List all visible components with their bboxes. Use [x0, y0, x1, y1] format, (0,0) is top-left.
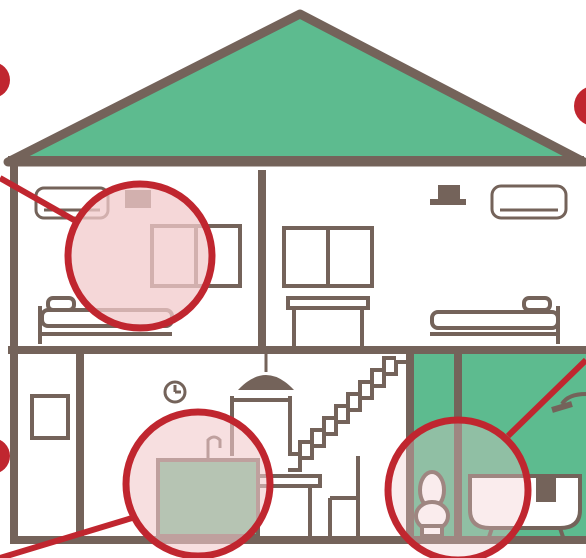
- callout-dot: [0, 62, 10, 98]
- chair: [330, 456, 358, 536]
- door: [32, 396, 68, 438]
- highlight-kitchen: [126, 412, 270, 556]
- highlight-bedroom-left: [68, 184, 212, 328]
- callout-dot: [574, 86, 586, 126]
- callout-dot: [0, 438, 10, 474]
- window-upper-right: [284, 228, 372, 286]
- air-conditioner-icon: [492, 186, 566, 218]
- ceiling-light-icon: [430, 185, 466, 205]
- clock-icon: [165, 382, 185, 402]
- bed-icon: [430, 298, 560, 344]
- pendant-lamp-icon: [238, 354, 294, 390]
- desk: [288, 298, 368, 346]
- staircase: [288, 358, 406, 470]
- highlight-bathroom: [388, 420, 528, 558]
- roof: [8, 14, 584, 162]
